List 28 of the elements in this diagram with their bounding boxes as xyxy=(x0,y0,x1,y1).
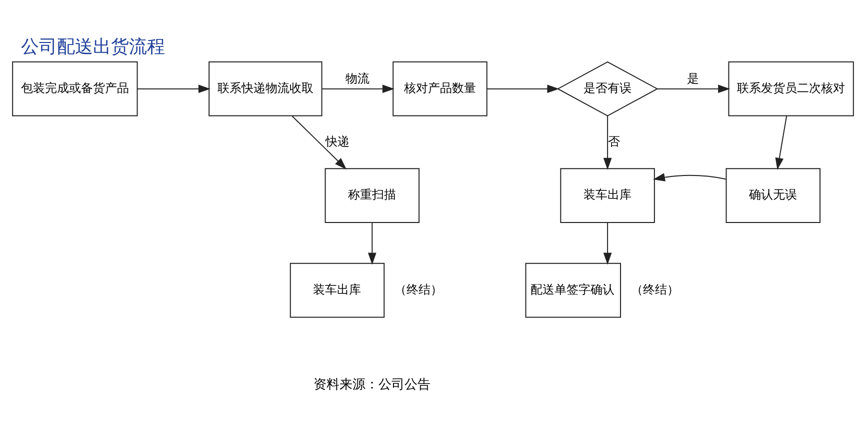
arrow xyxy=(292,115,347,169)
node-box: 装车出库 xyxy=(560,168,655,222)
node-box: 联系快递物流收取 xyxy=(208,60,322,116)
arrow xyxy=(603,115,612,170)
arrow xyxy=(322,84,394,93)
edge-label: 是 xyxy=(687,70,700,85)
edge-label: 物流 xyxy=(345,70,370,85)
arrow xyxy=(486,84,560,93)
node-box: 包装完成或备货产品 xyxy=(12,60,138,116)
edge-label: 快递 xyxy=(326,134,350,148)
arrow xyxy=(656,84,730,93)
arrow xyxy=(775,115,788,170)
node-label: （终结） xyxy=(630,282,679,296)
node-box: 装车出库 xyxy=(290,262,385,318)
node-label: （终结） xyxy=(394,282,443,296)
caption: 资料来源：公司公告 xyxy=(314,376,431,392)
diagram-title: 公司配送出货流程 xyxy=(20,36,165,57)
node-box: 确认无误 xyxy=(726,168,820,222)
node-box: 联系发货员二次核对 xyxy=(728,60,854,116)
node-diamond: 是否有误 xyxy=(556,60,658,116)
node-box: 核对产品数量 xyxy=(392,60,488,116)
arrow xyxy=(368,222,376,264)
arrow xyxy=(652,172,726,181)
arrow xyxy=(136,84,210,93)
node-box: 称重扫描 xyxy=(324,168,420,222)
arrow xyxy=(603,222,612,264)
edge-label: 否 xyxy=(608,134,620,148)
node-box: 配送单签字确认 xyxy=(525,262,622,318)
